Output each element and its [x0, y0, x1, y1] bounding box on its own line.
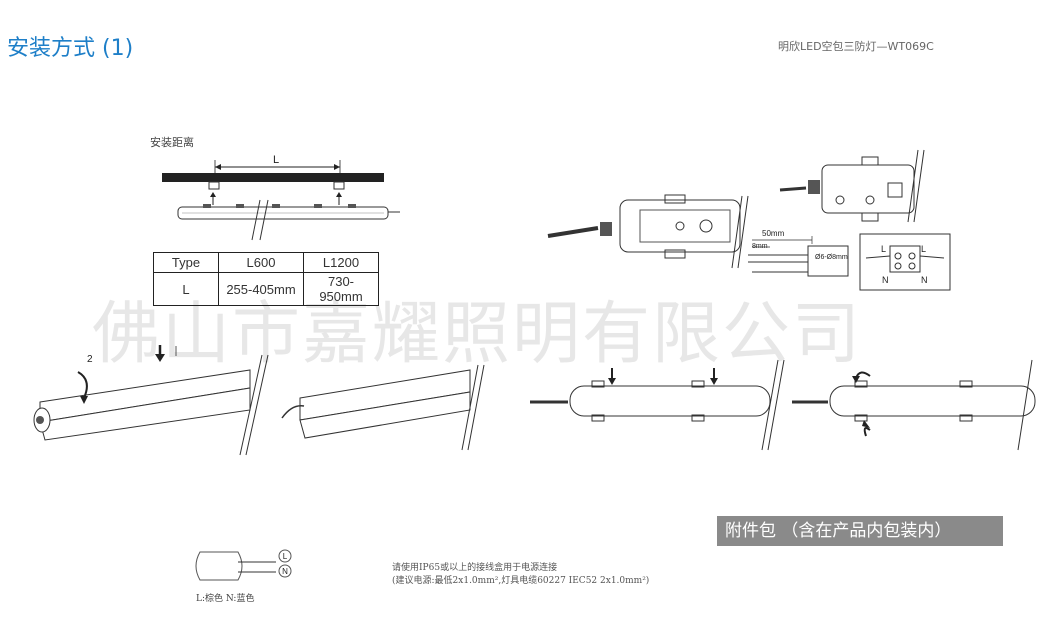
table-cell: L [153, 272, 219, 306]
spec-table: Type L600 L1200 L 255-405mm 730-950mm [153, 252, 379, 306]
wire-L-symbol: L [283, 552, 288, 561]
step-diagrams: 2 [33, 345, 1036, 456]
wire-legend-diagram: L N [195, 549, 292, 581]
table-header-cell: Type [153, 252, 219, 273]
strip-length-label: 8mm [752, 243, 768, 250]
accessory-pack-banner: 附件包 （含在产品内包装内） [717, 516, 1003, 546]
install-distance-label: 安装距离 [150, 136, 194, 149]
cable-length-label: 50mm [762, 229, 785, 238]
terminal-N-right: N [921, 275, 928, 285]
distance-dimension-label: L [273, 154, 279, 166]
terminal-N-left: N [882, 275, 889, 285]
table-cell: 255-405mm [218, 272, 304, 306]
wire-color-legend: L:棕色 N:蓝色 [196, 594, 255, 604]
table-row: L 255-405mm 730-950mm [153, 272, 379, 306]
wire-N-symbol: N [282, 567, 288, 576]
table-header-cell: L1200 [303, 252, 379, 273]
distance-diagram: L [162, 154, 400, 241]
terminal-L-right: L [921, 244, 926, 254]
page-title: 安装方式 (1) [7, 36, 134, 61]
power-connection-note: 请使用IP65或以上的接线盒用于电源连接 [392, 563, 558, 573]
table-header-row: Type L600 L1200 [153, 252, 379, 273]
table-cell: 730-950mm [303, 272, 379, 306]
company-watermark: 佛山市嘉耀照明有限公司 [92, 295, 863, 374]
terminal-L-left: L [881, 244, 886, 254]
ceiling-bar [162, 173, 384, 182]
wiring-diagram: 50mm 8mm Ø6-Ø8mm L L N N [547, 149, 951, 291]
product-name: 明欣LED空包三防灯—WT069C [778, 40, 934, 53]
cable-diameter-label: Ø6-Ø8mm [815, 254, 848, 261]
table-header-cell: L600 [218, 252, 304, 273]
power-spec-note: (建议电源:最低2x1.0mm²,灯具电缆60227 IEC52 2x1.0mm… [392, 576, 650, 586]
rotation-step-number: 2 [87, 354, 93, 365]
